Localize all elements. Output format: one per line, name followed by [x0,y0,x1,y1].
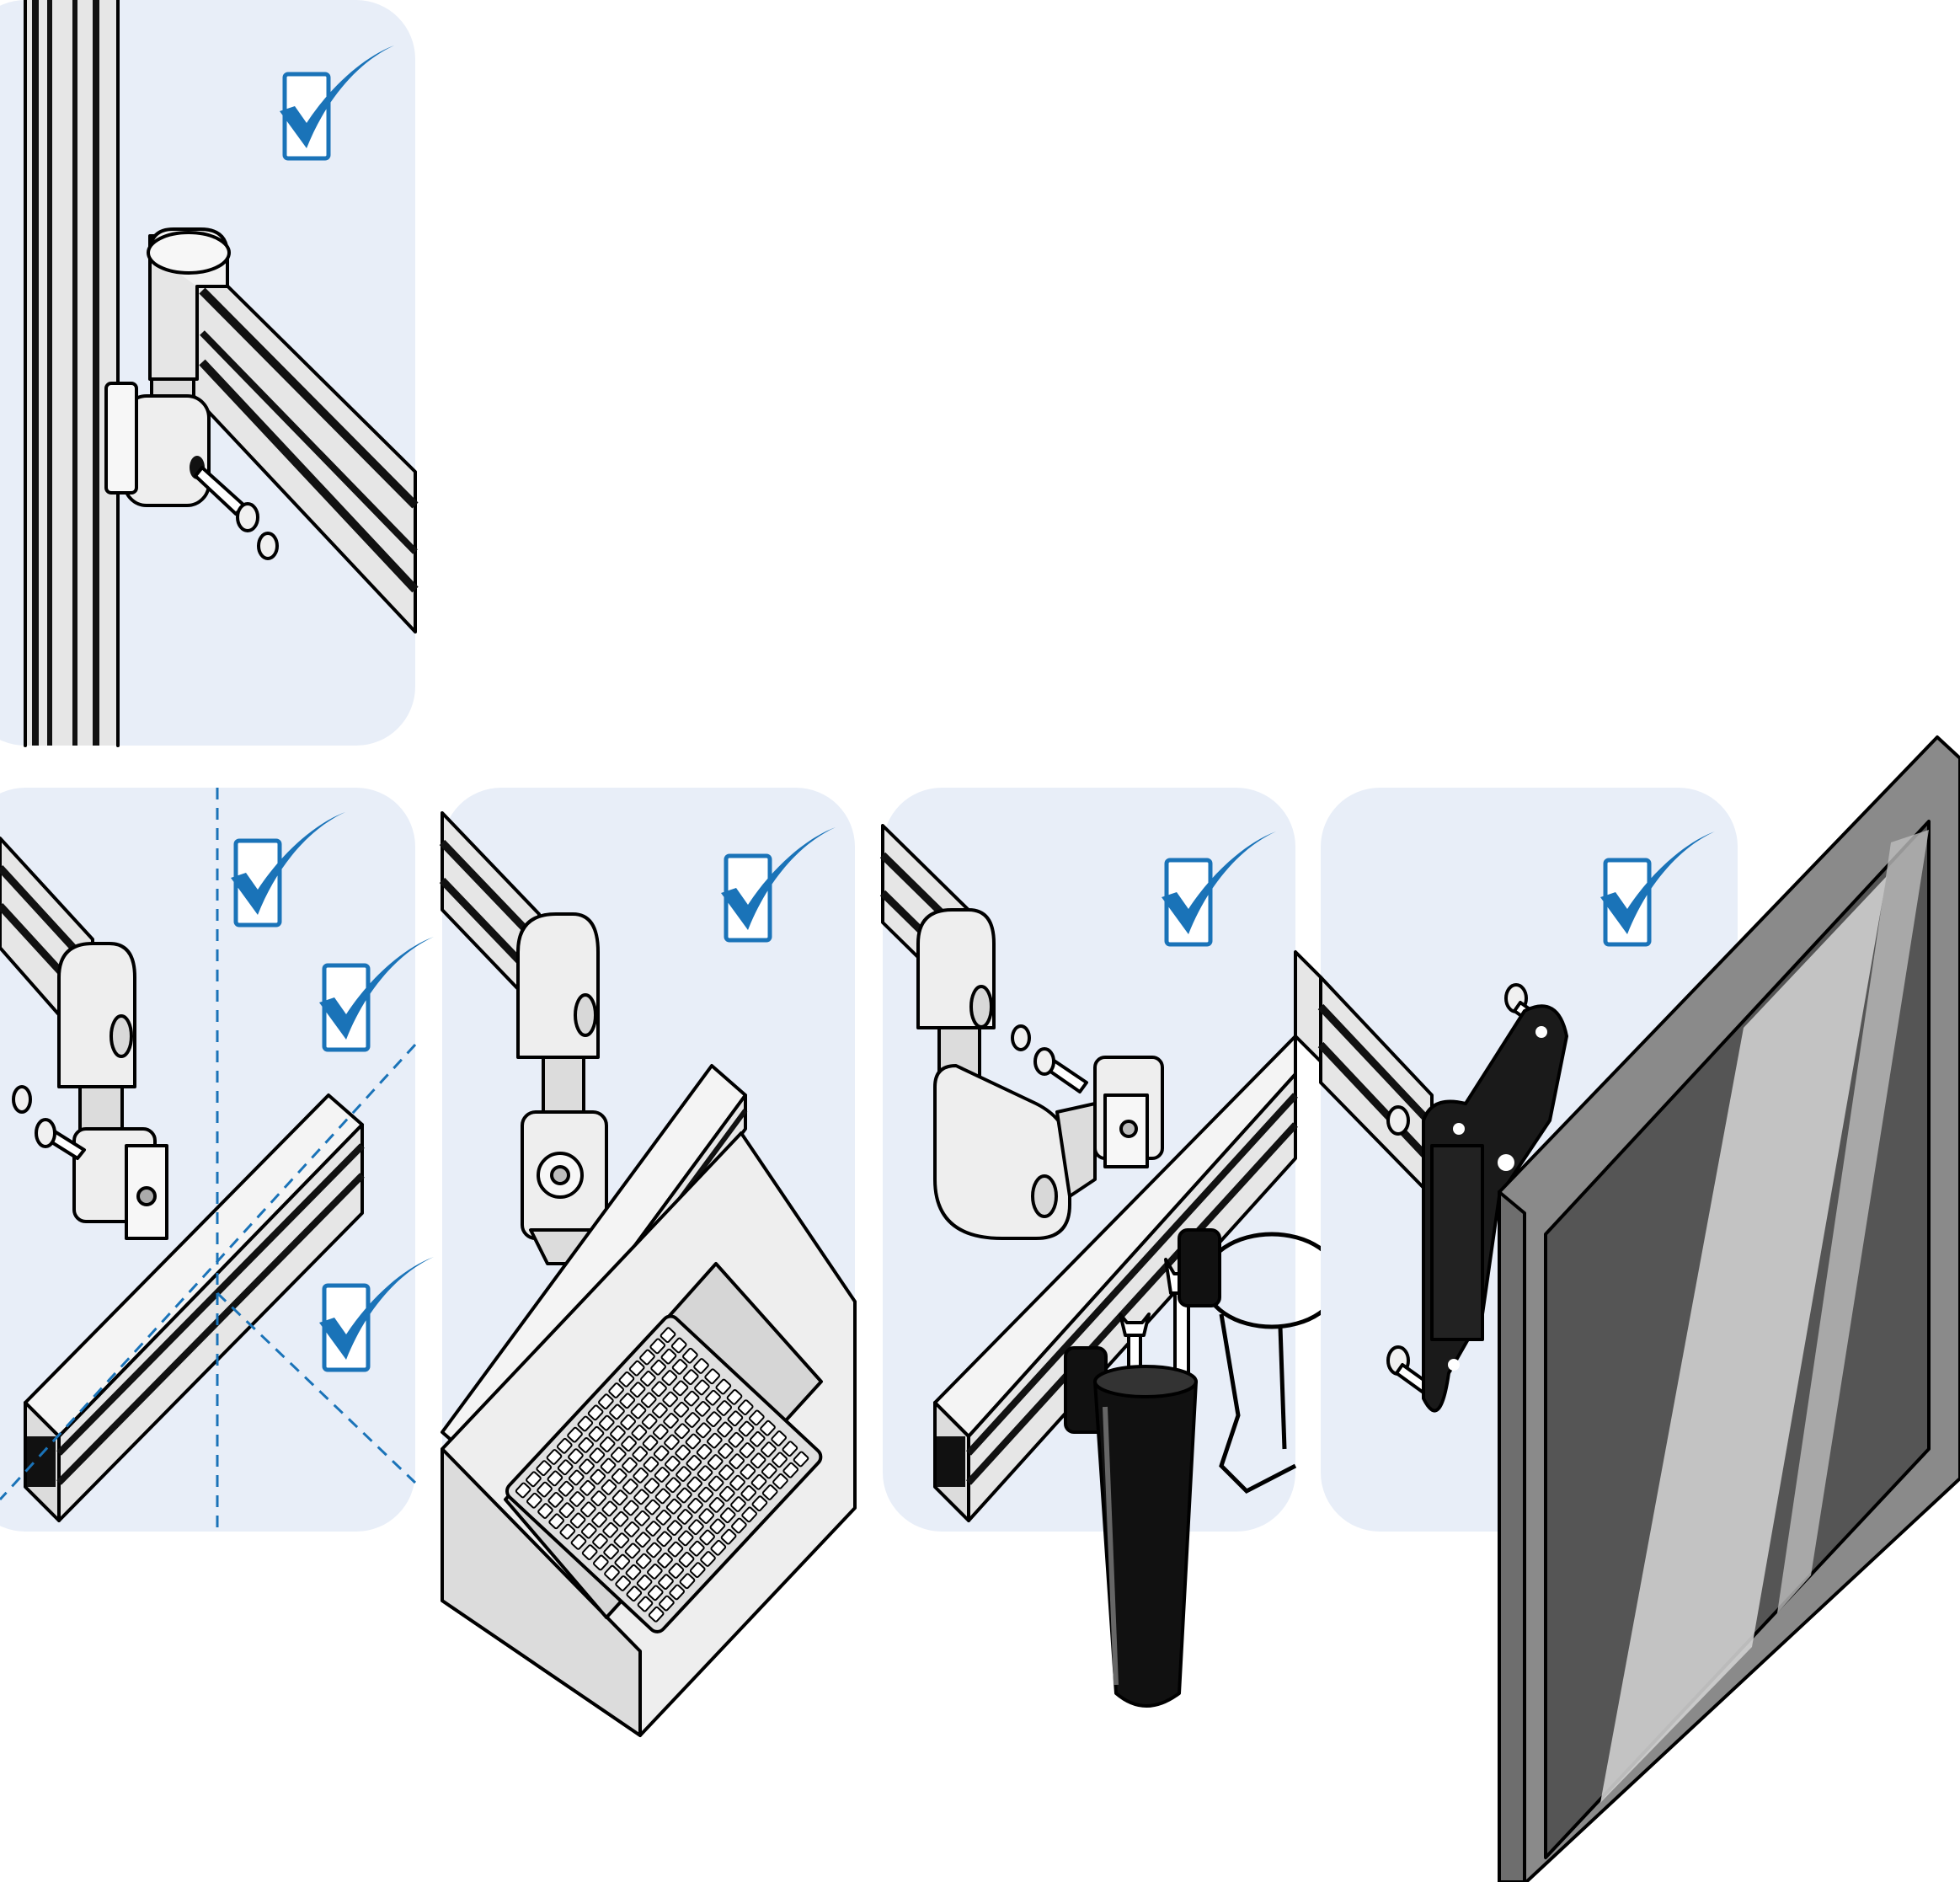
screw [1033,1047,1088,1093]
arm-joint [147,227,231,431]
diagonal-guide-line [0,1043,417,1501]
arm-joint [916,908,1097,1240]
clamp-block [104,382,211,507]
connector-block [1093,1056,1164,1168]
cap [12,1085,32,1114]
panel-profile-connector [0,788,434,1532]
cap [1011,1024,1031,1051]
keyboard [505,1314,823,1633]
arm-joint [57,942,136,1147]
panel-tool-holder [879,788,1342,1708]
cap [257,532,279,560]
tool-holder-cup [1093,1365,1198,1708]
screw [35,1118,86,1160]
screen-glare-thin [1777,830,1929,1613]
panel-keyboard-tray [439,788,857,1737]
diagonal-guide-line [216,1291,417,1484]
monitor [1498,735,1960,1882]
vesa-plate [1422,1004,1568,1413]
panel-wall-mount [0,0,419,747]
screen-glare [1600,876,1887,1803]
horizontal-profile [24,1093,365,1522]
horizontal-profile [933,1035,1298,1522]
arm-joint [516,912,600,1122]
upper-arm-profile [1294,950,1435,1198]
vertical-profile [24,0,120,747]
connector-block [72,1127,168,1240]
screw [194,466,259,532]
tilt-clamp [521,1110,617,1265]
